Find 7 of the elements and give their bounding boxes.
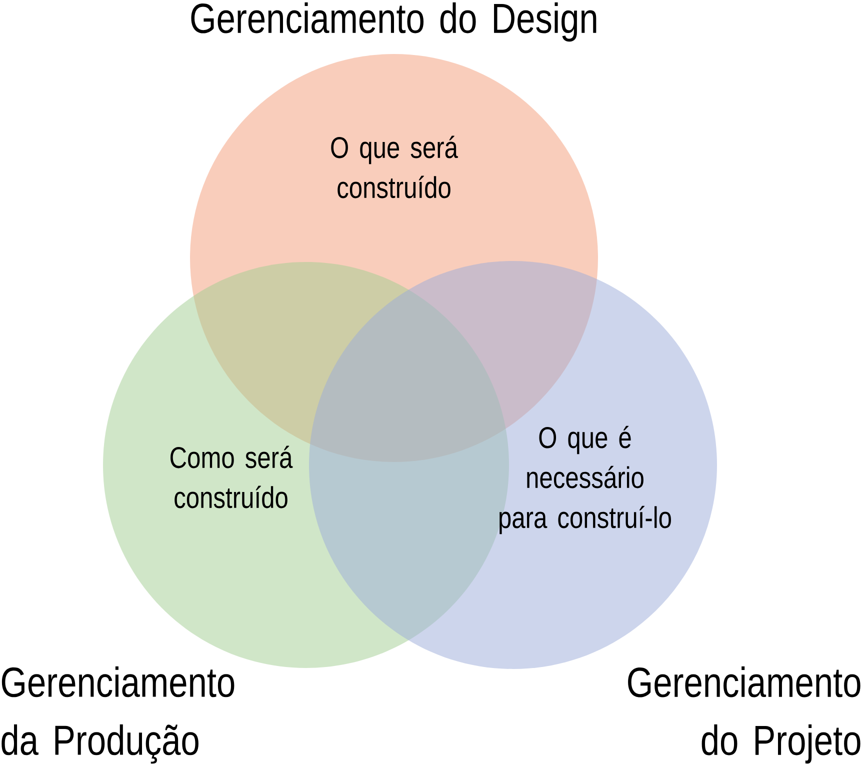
circle-text: O que será construído bbox=[331, 136, 458, 198]
circle-title: Gerenciamento da Produção bbox=[2, 666, 234, 764]
circle-title: Gerenciamento do Projeto bbox=[628, 666, 860, 764]
circle-text: O que é necessário para construí-lo bbox=[500, 426, 671, 534]
circle-title: Gerenciamento do Design bbox=[191, 2, 596, 42]
venn-circle bbox=[309, 261, 860, 764]
circle-text: Como será construído bbox=[170, 446, 293, 508]
